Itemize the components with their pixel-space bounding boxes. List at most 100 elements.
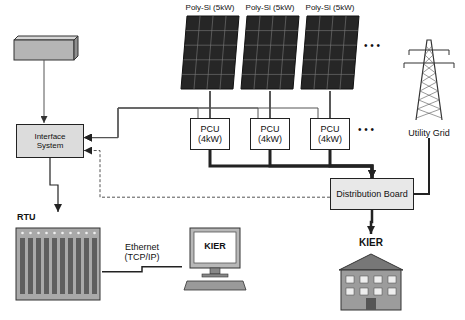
- utility-grid-tower: Utility Grid: [398, 36, 460, 138]
- node-text: Utility Grid: [398, 128, 460, 138]
- insulator: [454, 63, 455, 68]
- rtu-module: [44, 238, 49, 294]
- tower-brace: [418, 109, 442, 118]
- panel-cell-line: [314, 16, 320, 89]
- node-text: (4kW): [258, 134, 282, 144]
- node-text: Poly-Si (5kW): [301, 3, 359, 12]
- node-text: PCU: [258, 124, 282, 134]
- text-group: PCU(4kW): [195, 122, 225, 147]
- building-window: [360, 276, 368, 283]
- connector: [102, 267, 182, 272]
- tower-brace: [419, 91, 438, 100]
- pv-panel-art: [241, 3, 299, 91]
- tower-brace: [424, 55, 433, 64]
- node-text: Interface System: [20, 132, 80, 150]
- text-group: Distribution Board: [333, 187, 411, 201]
- node-text: KIER: [182, 241, 248, 251]
- pcu-box: PCU(4kW): [190, 118, 230, 150]
- rtu-module: [52, 238, 57, 294]
- tower-brace: [420, 82, 437, 91]
- connector: [84, 151, 330, 198]
- rtu-led: [93, 232, 96, 235]
- panel-cell-line: [220, 16, 226, 89]
- building-window: [388, 288, 396, 295]
- rtu-module: [28, 238, 33, 294]
- interface-box: Interface System: [16, 124, 84, 158]
- text-group: KIER: [335, 237, 407, 249]
- utility-grid-tower-art: [398, 36, 460, 138]
- computer: KIER: [182, 226, 248, 294]
- rtu-led: [29, 232, 32, 235]
- building-window: [388, 276, 396, 283]
- tower-arm: [404, 62, 454, 63]
- tower-brace: [418, 100, 440, 109]
- solar-panel: [241, 16, 299, 89]
- text-group: Interface System: [17, 130, 83, 152]
- panel-cell-line: [267, 16, 273, 89]
- tower-brace: [419, 100, 441, 109]
- connector: [210, 150, 372, 178]
- monitor-base: [202, 274, 228, 277]
- building-wall: [341, 270, 401, 310]
- node-text: PCU: [198, 124, 222, 134]
- building-window: [346, 288, 354, 295]
- continuation-dots: • • •: [364, 40, 380, 51]
- insulator: [409, 50, 410, 55]
- rtu-led: [21, 232, 24, 235]
- pv-panel-art: [301, 3, 359, 91]
- node-text: RTU: [17, 212, 36, 222]
- pv-panel: Poly-Si (5kW): [181, 3, 239, 91]
- rtu-module: [36, 238, 41, 294]
- rtu-led: [85, 232, 88, 235]
- node-text: PCU: [318, 124, 342, 134]
- monitor-stand: [210, 268, 220, 274]
- pv-panel-art: [181, 3, 239, 91]
- building-roof: [339, 254, 403, 270]
- text-group: Poly-Si (5kW): [301, 3, 359, 12]
- rtu-module: [92, 238, 97, 294]
- computer-art: [182, 226, 248, 294]
- rtu-led: [45, 232, 48, 235]
- panel-cell-line: [340, 16, 346, 89]
- text-group: KIER: [182, 241, 248, 251]
- tower-brace: [426, 46, 433, 55]
- tower-brace: [421, 73, 435, 82]
- keyboard: [184, 281, 246, 290]
- node-text: Poly-Si (5kW): [181, 3, 239, 12]
- building-door: [366, 298, 376, 310]
- rtu-rack: [16, 228, 100, 300]
- edge-label: Ethernet (TCP/IP): [107, 242, 177, 263]
- panel-cell-line: [254, 16, 260, 89]
- monitor-unit: [14, 40, 74, 60]
- rtu-unit: RTU: [14, 212, 102, 304]
- connector: [371, 210, 372, 234]
- text-group: Poly-Si (5kW): [181, 3, 239, 12]
- text-group: PCU(4kW): [255, 122, 285, 147]
- rtu-led: [61, 232, 64, 235]
- node-text: (4kW): [198, 134, 222, 144]
- panel-cell-line: [327, 16, 333, 89]
- connector: [84, 108, 258, 138]
- pv-panel: Poly-Si (5kW): [241, 3, 299, 91]
- tower-brace: [421, 82, 438, 91]
- kier-building: KIER: [335, 234, 407, 314]
- tower-brace: [425, 55, 434, 64]
- pv-panel: Poly-Si (5kW): [301, 3, 359, 91]
- connector: [269, 91, 271, 118]
- signal-wire: [44, 60, 45, 123]
- node-text: (4kW): [318, 134, 342, 144]
- rtu-led: [77, 232, 80, 235]
- rtu-unit-art: [14, 212, 102, 304]
- connector: [50, 158, 58, 212]
- text-group: Utility Grid: [398, 128, 460, 138]
- pcu-box: PCU(4kW): [310, 118, 350, 150]
- tower-brace: [424, 64, 436, 73]
- rtu-module: [84, 238, 89, 294]
- monitor-unit-top: [14, 36, 78, 40]
- text-group: PCU(4kW): [315, 122, 345, 147]
- tower-brace: [425, 46, 432, 55]
- tower-brace: [420, 91, 439, 100]
- connector: [414, 138, 429, 194]
- solar-panel: [301, 16, 359, 89]
- solar-panel: [181, 16, 239, 89]
